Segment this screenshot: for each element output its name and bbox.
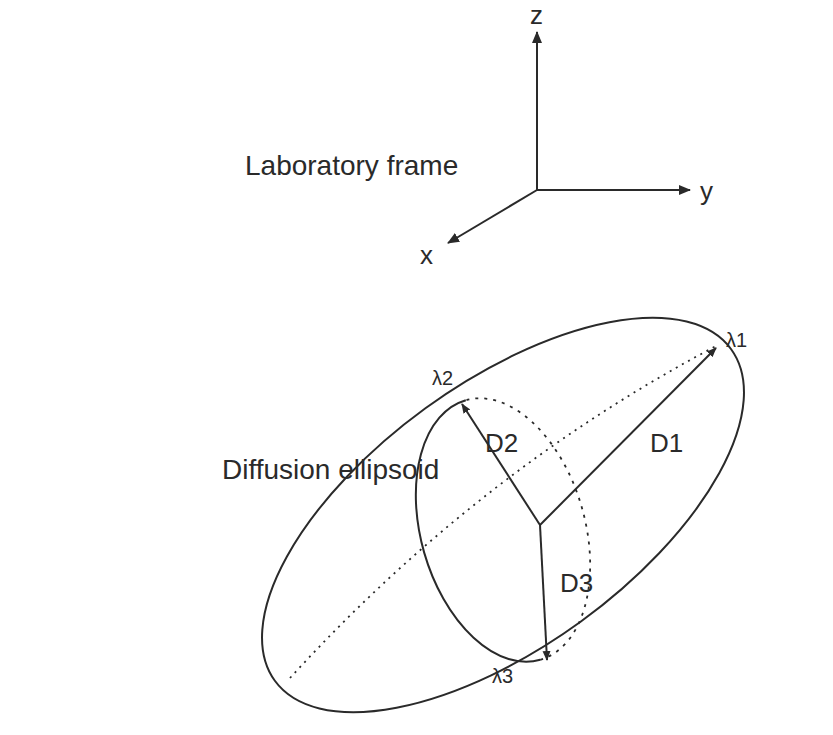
axis-label: x xyxy=(420,242,433,268)
hidden-contour xyxy=(290,345,718,678)
diffusivity-label: D1 xyxy=(650,430,683,456)
x-axis xyxy=(448,190,537,243)
axis-label: z xyxy=(530,2,543,28)
d3-vector xyxy=(540,525,547,660)
diffusivity-label: D2 xyxy=(485,430,518,456)
diffusivity-label: D3 xyxy=(560,570,593,596)
axis-label: y xyxy=(700,178,713,204)
eigenvalue-label: λ2 xyxy=(432,368,453,388)
d2-vector xyxy=(462,404,540,525)
eigenvalue-label: λ3 xyxy=(492,666,513,686)
d1-vector xyxy=(540,348,716,525)
y-axis xyxy=(537,189,690,191)
cross-section-front xyxy=(387,400,540,682)
eigenvalue-label: λ1 xyxy=(726,330,747,350)
ellipsoid-outline xyxy=(197,242,808,735)
frame-label: Laboratory frame xyxy=(245,152,458,180)
z-axis xyxy=(536,32,538,190)
cross-section-back xyxy=(466,378,619,660)
ellipsoid-label: Diffusion ellipsoid xyxy=(222,456,439,484)
